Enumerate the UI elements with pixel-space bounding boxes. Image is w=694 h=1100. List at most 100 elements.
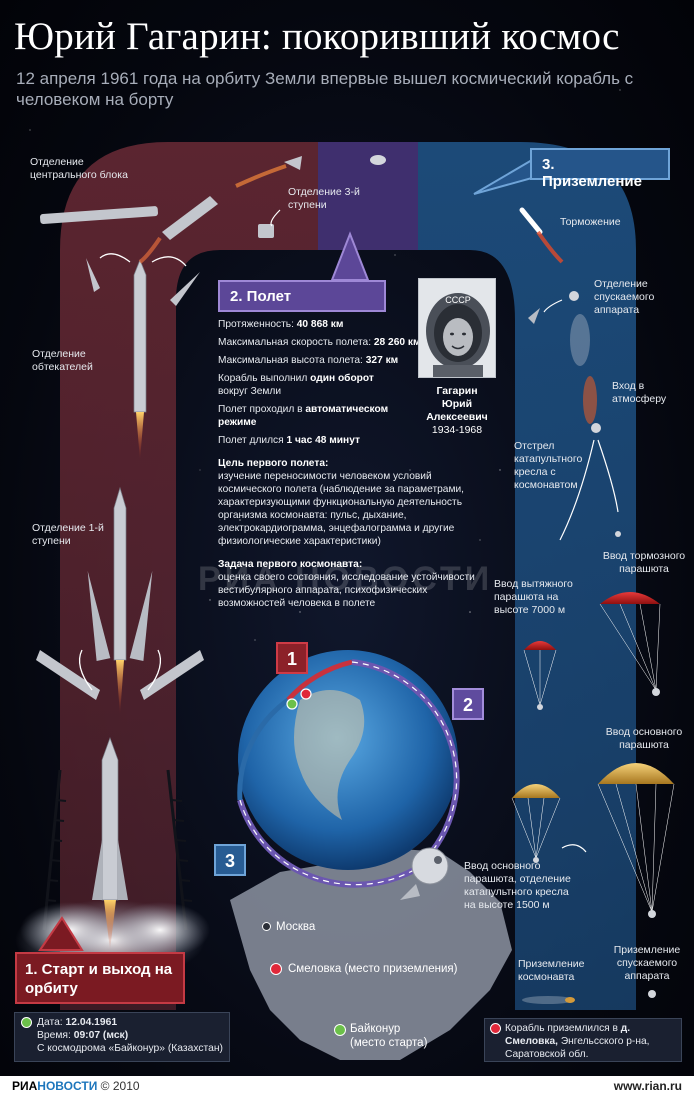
label-landing-cosmonaut: Приземление космонавта: [518, 958, 585, 983]
landing-info: Корабль приземлился в д. Смеловка, Энгел…: [484, 1018, 682, 1062]
rocket-fairing-separation: [86, 258, 200, 460]
stage2-band: [318, 142, 418, 250]
label-first-stage: Отделение 1-й ступени: [32, 522, 104, 547]
flight-orbit: Корабль выполнил один оборот вокруг Земл…: [218, 373, 374, 397]
third-stage-arrow: [270, 209, 281, 227]
task-title: Задача первого космонавта:: [218, 559, 363, 570]
stage1-pointer: [38, 916, 84, 951]
rocket-stage1-separation: [36, 486, 204, 715]
label-capsule-sep: Отделение спускаемого аппарата: [594, 278, 655, 316]
launch-info-marker: [21, 1017, 32, 1028]
capsule-brake-point: [615, 531, 621, 537]
label-pilot-chute: Ввод вытяжного парашюта на высоте 7000 м: [494, 578, 573, 616]
capsule-sep-arrow: [543, 299, 563, 313]
launch-site: С космодрома «Байконур» (Казахстан): [37, 1043, 223, 1054]
launch-time: Время: 09:07 (мск): [37, 1030, 129, 1041]
launch-smoke-right: [110, 902, 210, 958]
stage1-box: 1. Старт и выход на орбиту: [15, 952, 185, 1004]
upper-stage-exhaust: [138, 236, 162, 264]
footer-brand-novosti: НОВОСТИ: [37, 1079, 98, 1093]
space-background: Юрий Гагарин: покоривший космос 12 апрел…: [0, 0, 694, 1076]
orbit-number-1: 1: [276, 642, 308, 674]
task-text: оценка своего состояния, исследование ус…: [218, 572, 475, 609]
vostok-capsule-top: [284, 156, 302, 170]
braking-ship: [519, 207, 543, 235]
label-brake-chute: Ввод тормозного парашюта: [602, 550, 686, 575]
launch-tower-ticks: [45, 799, 193, 902]
map-label-moscow: Москва: [276, 921, 316, 933]
smelovka-marker: [270, 963, 282, 975]
central-block: [39, 206, 159, 224]
orbit-number-3: 3: [214, 844, 246, 876]
launch-info: Дата: 12.04.1961 Время: 09:07 (мск) С ко…: [14, 1012, 230, 1062]
stage1-sep-arrows: [78, 649, 162, 691]
cosmonaut-landing-trail: [522, 996, 574, 1004]
goal-title: Цель первого полета:: [218, 458, 329, 469]
reentry-trail: [570, 314, 590, 366]
orbit-segment-2b: [237, 799, 416, 888]
orbit-dashes: [239, 661, 458, 886]
label-seat: Отстрел катапультного кресла с космонавт…: [514, 440, 583, 491]
flight-path-arch: [15, 89, 675, 1060]
map-label-baikonur: Байконур (место старта): [350, 1023, 428, 1049]
footer-brand-ria: РИА: [12, 1079, 38, 1093]
globe-landing-marker: [300, 688, 312, 700]
person-name: Юрий: [441, 398, 473, 410]
brake-parachute: [599, 592, 661, 696]
label-braking: Торможение: [560, 216, 621, 228]
capsule-landing: [648, 990, 656, 998]
person-caption: Гагарин Юрий Алексеевич 1934-1968: [405, 385, 509, 437]
stage1-band: [60, 142, 318, 1010]
descent-arrows: [559, 439, 619, 541]
launch-tower: [42, 769, 188, 931]
label-main-chute: Ввод основного парашюта: [605, 726, 683, 751]
vostok-spacecraft: [400, 847, 449, 900]
reentry-flame: [583, 376, 597, 424]
stage3-band: [418, 142, 636, 1010]
stars: [29, 89, 621, 641]
braking-flame: [536, 230, 564, 264]
stage2-box: 2. Полет: [218, 280, 386, 312]
footer-year: © 2010: [100, 1079, 140, 1093]
flight-duration: Полет длился 1 час 48 минут: [218, 435, 360, 446]
descent-capsule: [569, 291, 579, 301]
stage3-box: 3. Приземление: [530, 148, 670, 190]
flight-speed: Максимальная скорость полета: 28 260 км/…: [218, 337, 430, 348]
map-label-smelovka: Смеловка (место приземления): [288, 963, 458, 975]
cosmonaut-landing: [565, 997, 575, 1003]
flight-height: Максимальная высота полета: 327 км: [218, 355, 399, 366]
portrait-illustration: СССР: [419, 279, 495, 377]
rocket-on-pad: [92, 736, 128, 950]
orbit-segment-3: [237, 697, 290, 801]
footer-brand: РИАНОВОСТИ © 2010: [12, 1079, 140, 1093]
watermark: РИА НОВОСТИ: [198, 560, 494, 598]
label-third-stage: Отделение 3-й ступени: [288, 186, 360, 211]
page-subtitle: 12 апреля 1961 года на орбиту Земли впер…: [16, 69, 634, 109]
seat-sep-arrow: [561, 844, 587, 853]
label-atmosphere: Вход в атмосферу: [612, 380, 667, 405]
label-central-block: Отделение центрального блока: [30, 156, 128, 181]
flight-info: Протяженность: 40 868 км Максимальная ск…: [218, 318, 490, 610]
orbit-segment-1: [286, 659, 353, 702]
helmet-text: СССР: [445, 295, 471, 305]
label-landing-capsule: Приземление спускаемого аппарата: [613, 944, 681, 982]
flight-length: Протяженность: 40 868 км: [218, 319, 344, 330]
map-region: [230, 848, 512, 1060]
reentry-capsule: [591, 423, 601, 433]
upper-stage: [162, 196, 218, 240]
instrument-module: [528, 308, 540, 324]
person-surname: Гагарин: [436, 385, 478, 397]
earth-landmass: [294, 690, 365, 820]
third-stage-exhaust: [235, 164, 287, 188]
footer-site-link[interactable]: www.rian.ru: [613, 1079, 682, 1093]
landing-info-marker: [490, 1023, 501, 1034]
main-parachute-capsule: [597, 763, 675, 918]
globe-start-marker: [286, 698, 298, 710]
moscow-marker: [262, 922, 271, 931]
label-fairings: Отделение обтекателей: [32, 348, 93, 373]
label-main-chute-seat: Ввод основного парашюта, отделение катап…: [464, 860, 571, 911]
flight-mode: Полет проходил в автоматическом режиме: [218, 404, 389, 428]
landing-text: Корабль приземлился в д. Смеловка, Энгел…: [505, 1023, 650, 1060]
gagarin-portrait: СССР: [418, 278, 496, 378]
